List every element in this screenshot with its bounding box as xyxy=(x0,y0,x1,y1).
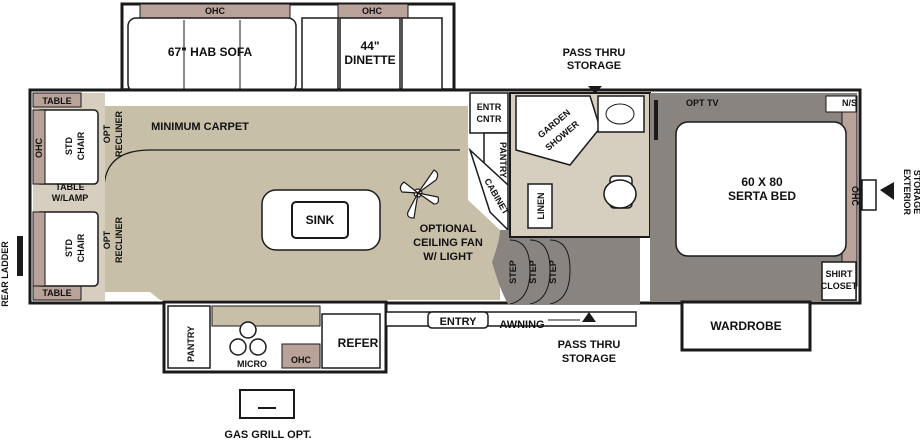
entr-cntr-label-2: CNTR xyxy=(477,114,502,124)
rear-ladder xyxy=(17,236,23,276)
ceiling-fan-label-2: CEILING FAN xyxy=(413,237,483,249)
bed-size-label: 60 X 80 xyxy=(741,175,783,189)
ohc-kitchen-box xyxy=(281,343,321,369)
opt-tv-label: OPT TV xyxy=(686,98,719,108)
sink-label: SINK xyxy=(306,213,335,227)
std-chair-bottom-label-2: CHAIR xyxy=(76,233,86,262)
rear-ladder-label: REAR LADDER xyxy=(0,241,10,307)
gas-grill-label: GAS GRILL OPT. xyxy=(224,429,311,441)
bed-label: SERTA BED xyxy=(728,189,796,203)
stove-burners-icon xyxy=(229,321,267,356)
table-lamp-label-2: W/LAMP xyxy=(52,193,89,203)
linen-label: LINEN xyxy=(536,193,546,220)
std-chair-top-label: STD xyxy=(64,136,74,155)
minimum-carpet-label: MINIMUM CARPET xyxy=(151,121,249,133)
linen-box xyxy=(527,183,553,229)
ohc-bed-label: OHC xyxy=(850,186,860,207)
refer-box xyxy=(321,313,381,369)
step-2-label: STEP xyxy=(528,260,538,284)
pantry-bottom-box xyxy=(167,305,211,369)
pantry-right-label: PANTRY xyxy=(498,142,508,178)
awning-label: AWNING xyxy=(499,319,544,331)
pantry-bottom-label: PANTRY xyxy=(186,326,196,362)
entr-cntr-label: ENTR xyxy=(477,102,502,112)
nightstand xyxy=(825,95,857,113)
serta-bed xyxy=(675,121,847,257)
dinette-bench-left xyxy=(301,17,339,93)
wardrobe-label: WARDROBE xyxy=(710,319,781,333)
ceiling-fan-icon xyxy=(399,169,440,219)
shirt-closet-box xyxy=(821,261,857,301)
table-lamp-label: TABLE xyxy=(55,182,84,192)
ohc-sofa-label: OHC xyxy=(205,6,226,16)
pass-thru-top-label: PASS THRU xyxy=(563,47,626,59)
ohc-kitchen-label: OHC xyxy=(291,355,312,365)
micro-label: MICRO xyxy=(237,359,267,369)
entry-box xyxy=(427,311,489,329)
dinette-size-label: 44" xyxy=(360,39,379,53)
ceiling-fan-label: OPTIONAL xyxy=(420,223,477,235)
sink-shape xyxy=(291,201,349,239)
ceiling-fan-label-3: W/ LIGHT xyxy=(423,251,473,263)
pass-thru-bottom-storage-label: STORAGE xyxy=(562,353,616,365)
garden-shower xyxy=(515,95,601,166)
opt-recliner-top-label-2: RECLINER xyxy=(114,111,124,158)
exterior-storage-label-2: STORAGE xyxy=(912,170,920,214)
pass-thru-bottom-arrow xyxy=(582,312,596,322)
opt-recliner-bottom-label-2: RECLINER xyxy=(114,217,124,264)
table-bottom-label: TABLE xyxy=(42,288,71,298)
shirt-closet-label: SHIRT xyxy=(826,269,854,279)
wardrobe-box xyxy=(680,300,812,352)
table-top-label: TABLE xyxy=(42,96,71,106)
step-3-label: STEP xyxy=(548,260,558,284)
pass-thru-top-storage-label: STORAGE xyxy=(567,60,621,72)
pass-thru-top-arrow xyxy=(588,86,602,94)
refer-label: REFER xyxy=(338,336,379,350)
gas-grill-icon xyxy=(239,389,295,419)
toilet-icon xyxy=(603,175,637,209)
dinette-bench-right xyxy=(401,17,443,93)
ohc-dinette-label: OHC xyxy=(362,6,383,16)
sofa-label: 67" HAB SOFA xyxy=(168,45,253,59)
opt-recliner-bottom-label: OPT xyxy=(102,230,112,249)
dinette-table xyxy=(339,17,401,93)
step-1-label: STEP xyxy=(508,260,518,284)
exterior-storage-arrow xyxy=(880,182,894,200)
entry-label: ENTRY xyxy=(440,316,478,328)
std-chair-top-label-2: CHAIR xyxy=(76,131,86,160)
exterior-storage-label: EXTERIOR xyxy=(902,169,912,216)
std-chair-bottom-label: STD xyxy=(64,238,74,257)
shirt-closet-label-2: CLOSET xyxy=(821,281,858,291)
opt-recliner-top-label: OPT xyxy=(102,124,112,143)
pass-thru-bottom-label: PASS THRU xyxy=(558,339,621,351)
steps-area xyxy=(492,230,640,304)
entr-cntr-box xyxy=(469,92,509,134)
dinette-label: DINETTE xyxy=(344,53,395,67)
opt-tv-mark xyxy=(654,100,658,140)
ohc-left-label: OHC xyxy=(34,138,44,159)
ns-label: N/S xyxy=(842,98,857,108)
